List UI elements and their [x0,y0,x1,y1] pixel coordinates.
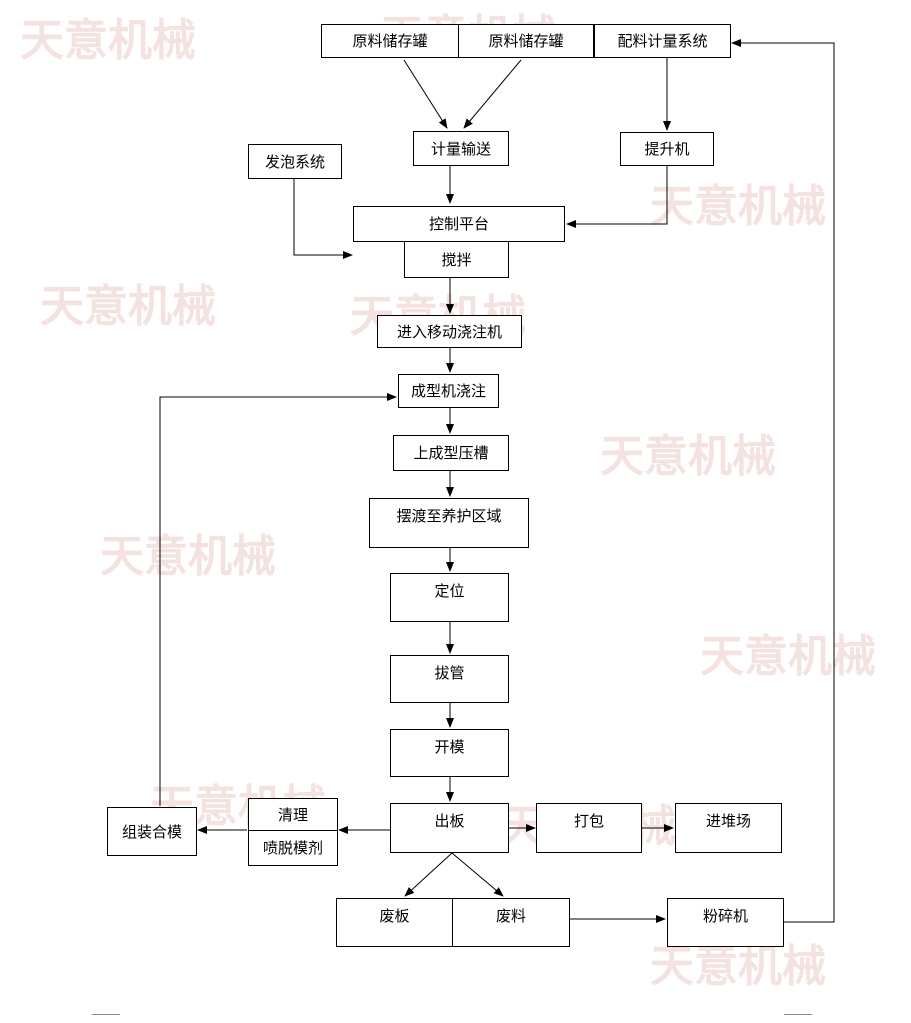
node-open-mold: 开模 [390,729,509,777]
node-assemble-mold: 组装合模 [107,807,197,856]
node-spray-release: 喷脱模剂 [248,830,338,866]
node-demold-board: 出板 [390,803,509,853]
node-press-groove: 上成型压槽 [393,435,509,471]
node-waste-material: 废料 [452,898,570,947]
node-foaming-system: 发泡系统 [248,144,342,179]
node-waste-board: 废板 [336,898,453,947]
arrow-assemble-to-molding [159,393,397,806]
arrow-foaming-to-control [293,179,353,259]
node-pull-tube: 拔管 [390,655,509,703]
page-corner-mark [92,1014,120,1021]
node-control-platform: 控制平台 [353,206,565,242]
node-elevator: 提升机 [620,132,714,166]
node-mixing: 搅拌 [404,241,509,278]
node-crusher: 粉碎机 [667,898,784,947]
node-molding-casting: 成型机浇注 [398,374,499,408]
arrow-tank1-to-conveying [403,59,448,129]
node-packing: 打包 [536,803,642,853]
arrow-tank2-to-conveying [463,59,522,129]
node-tank2: 原料储存罐 [458,24,594,58]
node-metered-conveying: 计量输送 [413,131,509,166]
arrow-elevator-to-control [566,166,668,228]
arrow-demold-to-waste-board [404,852,453,897]
arrow-crusher-to-dosing [731,39,835,923]
node-tank1: 原料储存罐 [321,24,459,58]
arrow-demold-to-waste-material [451,852,504,897]
node-dosing-system: 配料计量系统 [594,24,731,58]
node-ferry-curing: 摆渡至养护区域 [369,498,529,548]
page-corner-mark [784,1014,812,1021]
node-enter-casting-machine: 进入移动浇注机 [377,315,522,348]
node-positioning: 定位 [390,573,509,622]
node-to-yard: 进堆场 [675,803,782,853]
node-cleaning: 清理 [248,798,338,831]
